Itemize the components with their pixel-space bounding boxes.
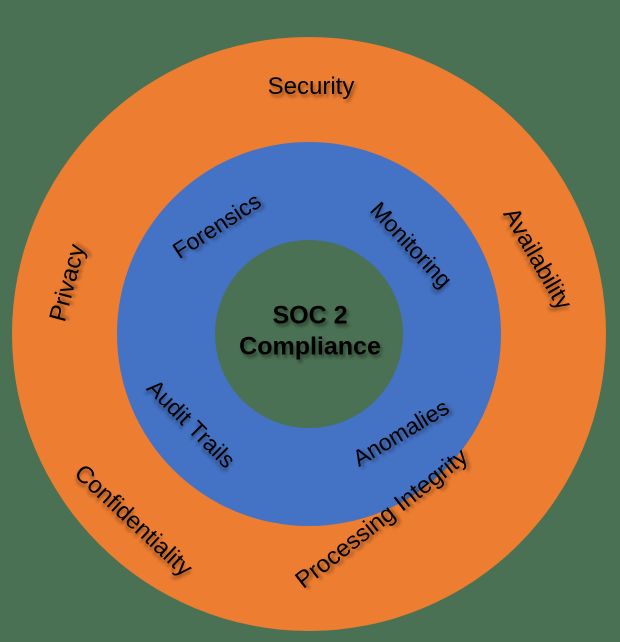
center-label-line1: SOC 2 <box>272 301 348 330</box>
center-label: SOC 2 Compliance <box>239 301 381 362</box>
center-label-line2: Compliance <box>239 332 381 360</box>
center-circle <box>215 240 403 428</box>
label-security: Security <box>267 73 355 100</box>
